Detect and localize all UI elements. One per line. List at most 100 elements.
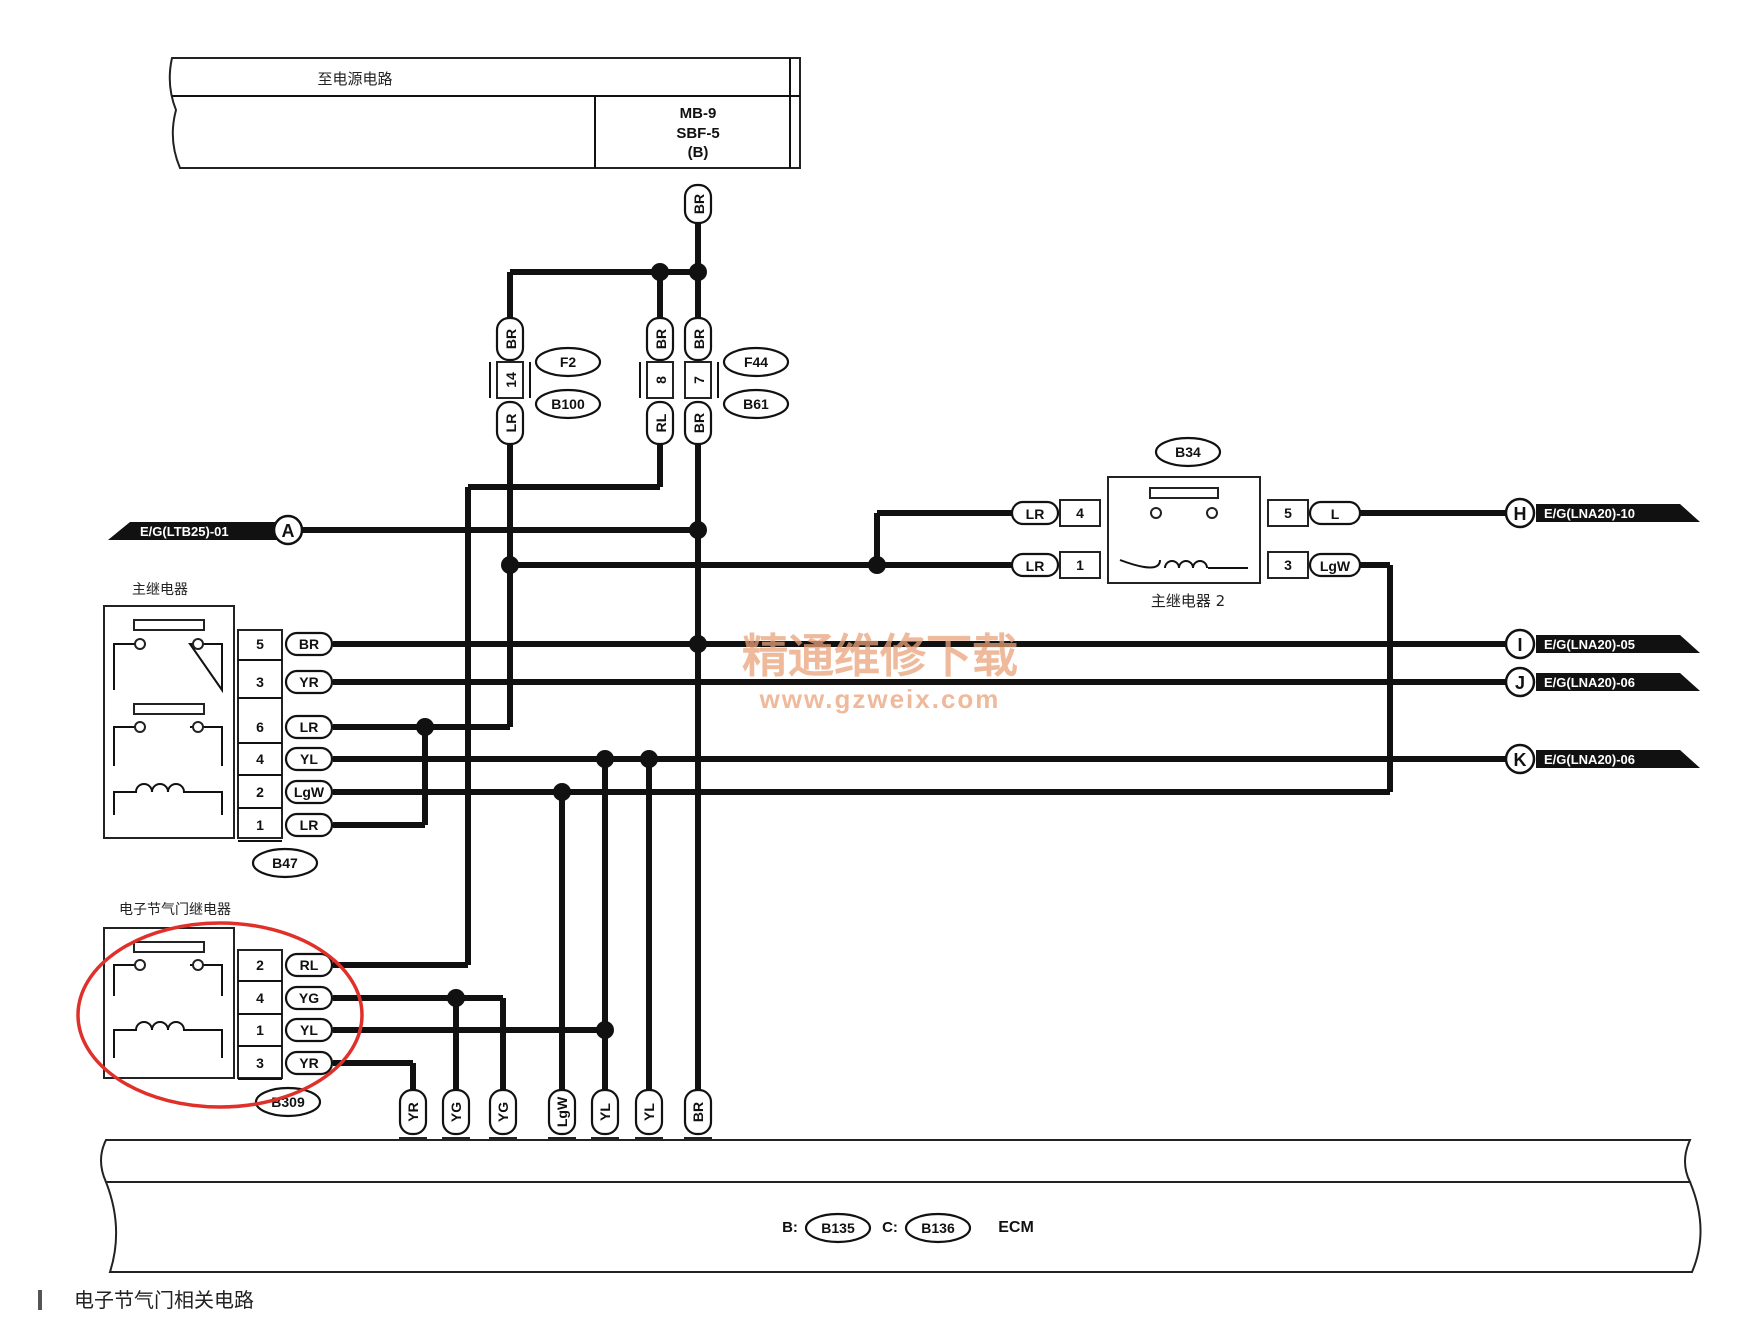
throttle-relay-pin-2: 2 (256, 957, 264, 973)
relay2-wire-lgw: LgW (1320, 558, 1351, 574)
ref-J-letter: J (1515, 673, 1525, 693)
ref-A: E/G(LTB25)-01 A (108, 514, 304, 546)
ecm-connector-b135: B135 (821, 1220, 855, 1236)
ref-K-text: E/G(LNA20)-06 (1544, 752, 1635, 767)
wire-tag-br-f44-8: BR (653, 329, 669, 349)
main-relay-pin-5: 5 (256, 636, 264, 652)
connector-ids: F2 B100 F44 B61 B34 B47 B309 (251, 346, 1222, 1118)
fuse-label-3: (B) (688, 144, 709, 161)
wire-tag-br-f2: BR (503, 329, 519, 349)
ecm-name: ECM (998, 1219, 1034, 1236)
ecm-wire-tag (547, 1088, 577, 1136)
throttle-relay-wire-tag (284, 1050, 334, 1076)
connector-f2: F2 (560, 354, 577, 370)
ecm-wire-tag (441, 1088, 471, 1136)
highlight-circle (76, 921, 364, 1109)
main-relay-wire-LR: LR (300, 719, 319, 735)
watermark-title: 精通维修下载 (742, 629, 1018, 683)
relay2-pin-4: 4 (1076, 505, 1084, 521)
splice-dots (416, 263, 886, 1039)
ref-I-letter: I (1517, 635, 1522, 655)
watermark-url: www.gzweix.com (759, 684, 1001, 714)
ref-I-text: E/G(LNA20)-05 (1544, 637, 1635, 652)
ecm-wire-YR: YR (405, 1102, 421, 1121)
ecm-wire-tag (590, 1088, 620, 1136)
main-relay-pin-1: 1 (256, 817, 264, 833)
connector-b47: B47 (272, 855, 298, 871)
ecm-wire-tag (634, 1088, 664, 1136)
main-relay-wire-tag (284, 714, 334, 740)
ecm-wire-YG: YG (448, 1102, 464, 1122)
wires (300, 222, 1505, 1110)
ref-H: H E/G(LNA20)-10 (1504, 497, 1700, 529)
fuse-label-2: SBF-5 (676, 125, 719, 142)
ecm-wire-BR: BR (690, 1102, 706, 1122)
connector-b34: B34 (1175, 444, 1201, 460)
ref-J: J E/G(LNA20)-06 (1504, 666, 1700, 698)
throttle-relay-wire-YR: YR (299, 1055, 318, 1071)
ref-I: I E/G(LNA20)-05 (1504, 628, 1700, 660)
relay2-wire-lr-2: LR (1026, 558, 1045, 574)
wire-tag-rl-b61: RL (653, 413, 669, 432)
ecm-wire-YL: YL (641, 1103, 657, 1121)
throttle-relay-pin-4: 4 (256, 990, 264, 1006)
pin-14: 14 (503, 372, 519, 388)
relay2-pin-1: 1 (1076, 557, 1084, 573)
relay2-label: 主继电器 2 (1151, 592, 1225, 610)
connector-f44: F44 (744, 354, 768, 370)
main-relay-2: 4 1 LR LR 5 3 L LgW 主继电器 2 (1010, 476, 1362, 610)
ecm-wire-YL: YL (597, 1103, 613, 1121)
wire-tag-br-f44-7: BR (691, 329, 707, 349)
main-relay-pin-3: 3 (256, 674, 264, 690)
main-relay-wire-BR: BR (299, 636, 319, 652)
throttle-relay-wire-YL: YL (300, 1022, 318, 1038)
main-relay-wire-YL: YL (300, 751, 318, 767)
main-relay-wire-tag (284, 779, 334, 805)
ecm-wire-YG: YG (495, 1102, 511, 1122)
fuse-label-1: MB-9 (680, 105, 717, 122)
power-circuit-box: 至电源电路 MB-9 SBF-5 (B) (168, 57, 801, 169)
caption: 电子节气门相关电路 (74, 1288, 254, 1312)
main-relay-pin-2: 2 (256, 784, 264, 800)
main-relay-wire-tag (284, 746, 334, 772)
throttle-relay-pin-3: 3 (256, 1055, 264, 1071)
main-relay-wire-LgW: LgW (294, 784, 325, 800)
wire-tag-br-fuse: BR (691, 194, 707, 214)
throttle-relay-wire-RL: RL (300, 957, 319, 973)
relay2-pin-3: 3 (1284, 557, 1292, 573)
relay2-wire-lr-1: LR (1026, 506, 1045, 522)
ref-H-text: E/G(LNA20)-10 (1544, 506, 1635, 521)
ecm-connector-b136: B136 (921, 1220, 955, 1236)
main-relay-wire-YR: YR (299, 674, 318, 690)
main-relay-wire-tag (284, 631, 334, 657)
pin-7: 7 (691, 376, 707, 384)
ref-J-text: E/G(LNA20)-06 (1544, 675, 1635, 690)
throttle-relay-pins: 2 RL 4 YG 1 YL 3 YR (238, 952, 334, 1080)
ecm-b-prefix: B: (782, 1219, 798, 1236)
throttle-relay-wire-tag (284, 952, 334, 978)
top-wire-tags: BR BR BR BR 14 8 7 LR RL BR (489, 183, 719, 446)
caption-bar (38, 1290, 42, 1310)
throttle-relay-wire-tag (284, 1017, 334, 1043)
main-relay: 主继电器 (103, 582, 283, 839)
throttle-relay: 电子节气门继电器 (103, 902, 283, 1079)
wire-tag-br-b61: BR (691, 413, 707, 433)
throttle-relay-pin-1: 1 (256, 1022, 264, 1038)
ref-A-letter: A (282, 521, 295, 541)
throttle-relay-wire-tag (284, 985, 334, 1011)
ecm-box: B: B135 C: B136 ECM (100, 1139, 1702, 1273)
ref-H-letter: H (1514, 504, 1527, 524)
ecm-c-prefix: C: (882, 1219, 898, 1236)
ecm-wire-tag (683, 1088, 713, 1136)
pin-8: 8 (653, 376, 669, 384)
throttle-relay-wire-YG: YG (299, 990, 319, 1006)
power-circuit-title: 至电源电路 (317, 70, 392, 88)
relay2-pin-5: 5 (1284, 505, 1292, 521)
main-relay-wire-tag (284, 669, 334, 695)
relay2-wire-l: L (1331, 506, 1340, 522)
main-relay-pin-4: 4 (256, 751, 264, 767)
ref-K-letter: K (1514, 750, 1527, 770)
main-relay-wire-LR: LR (300, 817, 319, 833)
ecm-wire-tag (488, 1088, 518, 1136)
